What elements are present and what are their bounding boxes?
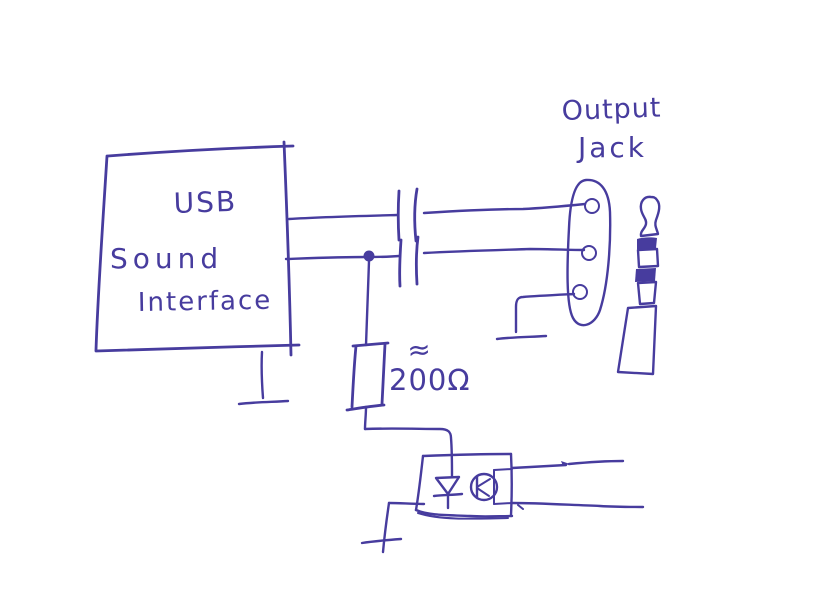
resistor-value-label: 200Ω bbox=[389, 363, 471, 397]
jack-terminal-top bbox=[584, 198, 600, 214]
plus-terminal bbox=[360, 501, 426, 554]
bottom-coupling-capacitor bbox=[284, 235, 586, 288]
jack-terminal-bottom bbox=[572, 284, 588, 300]
box-label-line2: Sound bbox=[110, 242, 223, 275]
jack-label-line1: Output bbox=[561, 93, 662, 127]
plug-band-2 bbox=[635, 268, 656, 282]
phototransistor-symbol bbox=[469, 472, 499, 502]
box-ground-symbol bbox=[237, 350, 290, 406]
top-coupling-capacitor bbox=[287, 187, 587, 243]
output-jack: Output Jack bbox=[561, 93, 662, 327]
plug-segment-1 bbox=[636, 247, 660, 269]
jack-terminal-middle bbox=[581, 245, 597, 261]
plug-band-1 bbox=[637, 237, 657, 250]
usb-sound-interface-box: USB Sound Interface bbox=[94, 140, 301, 357]
optocoupler bbox=[414, 452, 524, 520]
arrow-head bbox=[561, 461, 570, 466]
resistor-approx-label: ≈ bbox=[406, 332, 432, 367]
resistor-to-opto-wire bbox=[363, 405, 454, 478]
plug-segment-2 bbox=[636, 280, 658, 306]
jack-label-line2: Jack bbox=[576, 131, 647, 164]
audio-plug-illustration bbox=[616, 195, 661, 376]
jack-ground-symbol bbox=[495, 292, 576, 341]
resistor: ≈ 200Ω bbox=[345, 259, 471, 412]
plug-body bbox=[616, 304, 658, 376]
plug-tip bbox=[639, 195, 661, 238]
box-label-line3: Interface bbox=[138, 286, 273, 318]
opto-output-wires bbox=[510, 459, 645, 509]
led-symbol bbox=[432, 475, 464, 510]
junction-dot bbox=[363, 250, 375, 262]
box-label-line1: USB bbox=[173, 185, 238, 220]
